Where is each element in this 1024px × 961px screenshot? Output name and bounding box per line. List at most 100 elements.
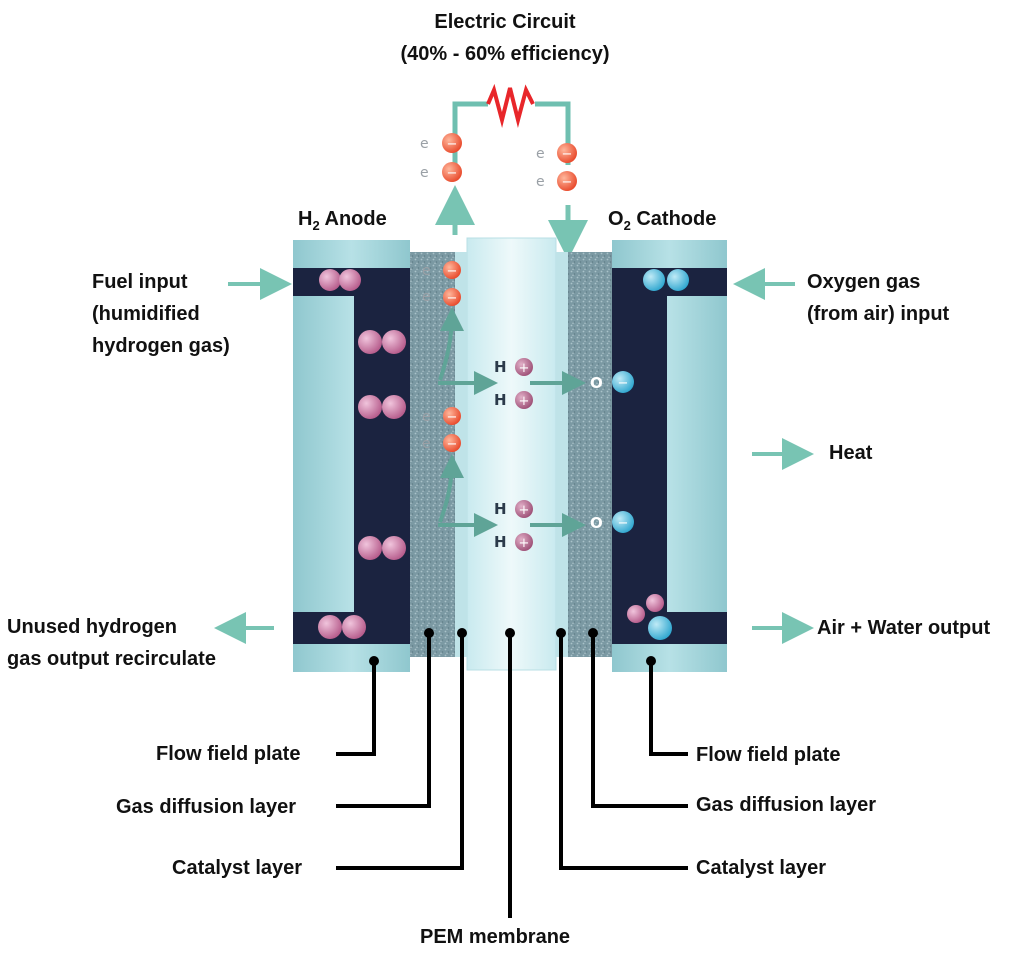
flow-arrows xyxy=(214,268,814,644)
electron-icon xyxy=(443,434,461,452)
circuit-wire xyxy=(452,101,571,165)
proton-icon xyxy=(515,358,533,376)
gdl-electron-sign-4: − xyxy=(447,437,458,452)
cathode-label-suffix: Cathode xyxy=(630,208,717,230)
gdl-electron-label-4: e xyxy=(422,436,431,452)
proton-label-4: H xyxy=(494,533,507,551)
fuel-input-line2: (humidified xyxy=(92,303,200,325)
cathode-label-sub: 2 xyxy=(623,218,631,233)
oxygen-molecule-icon xyxy=(643,269,665,291)
cathode-flow-field-plate xyxy=(612,240,727,672)
wire-electron-label-3: e xyxy=(536,146,545,162)
hydrogen-molecules xyxy=(318,269,406,639)
catalyst-layer-right-label: Catalyst layer xyxy=(696,857,827,879)
hydrogen-molecule-icon xyxy=(382,395,406,419)
fuel-input-line3: hydrogen gas) xyxy=(92,335,230,357)
gdl-electron-sign-2: − xyxy=(447,291,458,306)
electron-icon xyxy=(557,143,577,163)
hydrogen-molecule-icon xyxy=(358,536,382,560)
oxygen-molecule-icon xyxy=(667,269,689,291)
flow-field-plate-right-label: Flow field plate xyxy=(696,744,841,766)
wire-electron-sign-2: − xyxy=(447,166,458,181)
wire-electron-label-4: e xyxy=(536,174,545,190)
gdl-electron-label-1: e xyxy=(422,263,431,279)
proton-label-2: H xyxy=(494,391,507,409)
proton-label-1: H xyxy=(494,358,507,376)
water-molecule-icon xyxy=(627,594,672,640)
oxygen-ion-label-2: O xyxy=(590,514,603,532)
wire-electron-sign-1: − xyxy=(447,137,458,152)
proton-sign-4: + xyxy=(519,536,530,551)
unused-hydrogen-line2: gas output recirculate xyxy=(7,648,216,670)
wire-electron-sign-4: − xyxy=(562,175,573,190)
hydrogen-molecule-icon xyxy=(358,395,382,419)
gdl-electron-sign-3: − xyxy=(447,410,458,425)
cathode-label-prefix: O xyxy=(608,208,624,230)
anode-gas-diffusion-layer xyxy=(410,252,455,657)
proton-sign-2: + xyxy=(519,394,530,409)
hydrogen-molecule-icon xyxy=(358,330,382,354)
electron-icon xyxy=(443,261,461,279)
gas-diffusion-layer-right-label: Gas diffusion layer xyxy=(696,794,877,816)
proton-icon xyxy=(515,533,533,551)
electron-path-lower xyxy=(438,454,464,523)
proton-arrows xyxy=(438,371,586,537)
circuit-title: Electric Circuit (40% - 60% efficiency) xyxy=(355,6,655,70)
cathode-catalyst-layer xyxy=(556,252,568,657)
oxygen-ion-sign-1: − xyxy=(618,376,629,391)
electron-icon xyxy=(557,171,577,191)
unused-hydrogen-line1: Unused hydrogen xyxy=(7,616,178,638)
pem-membrane xyxy=(466,237,557,671)
electron-icon xyxy=(442,162,462,182)
anode-catalyst-layer xyxy=(455,252,467,657)
hydrogen-molecule-icon xyxy=(382,536,406,560)
fuel-input-label: Fuel input (humidified hydrogen gas) xyxy=(92,266,230,362)
oxygen-ion-sign-2: − xyxy=(618,516,629,531)
fuel-input-line1: Fuel input xyxy=(92,271,188,293)
wire-electron-label-1: e xyxy=(420,136,429,152)
callout-line-catalyst-layer-left xyxy=(336,633,464,870)
hydrogen-molecule-icon xyxy=(339,269,361,291)
electron-icon xyxy=(443,407,461,425)
hydrogen-molecule-icon xyxy=(319,269,341,291)
gas-diffusion-layer-left-label: Gas diffusion layer xyxy=(116,796,297,818)
oxygen-ion-icon xyxy=(612,511,634,533)
cathode-gas-diffusion-layer xyxy=(568,252,612,657)
hydrogen-molecule-icon xyxy=(318,615,342,639)
proton-label-3: H xyxy=(494,500,507,518)
hydrogen-molecule-icon xyxy=(382,330,406,354)
catalyst-layer-left-label: Catalyst layer xyxy=(172,857,303,879)
electron-icon xyxy=(443,288,461,306)
gdl-electron-label-2: e xyxy=(422,289,431,305)
wire-electrons: e − e − e − e − xyxy=(420,133,577,191)
protons: H + H + H + H + xyxy=(494,358,533,551)
wire-electron-sign-3: − xyxy=(562,147,573,162)
anode-flow-field-plate xyxy=(293,240,410,672)
cathode-label: O2 Cathode xyxy=(608,203,716,237)
oxygen-ion-label-1: O xyxy=(590,374,603,392)
oxygen-ions: O − O − xyxy=(590,371,634,533)
gdl-electron-label-3: e xyxy=(422,409,431,425)
callout-line-flow-field-plate-right xyxy=(649,661,688,756)
anode-label-suffix: Anode xyxy=(319,208,387,230)
electron-path-upper xyxy=(438,307,464,381)
oxygen-input-line2: (from air) input xyxy=(807,303,950,325)
proton-sign-1: + xyxy=(519,361,530,376)
circuit-title-line2: (40% - 60% efficiency) xyxy=(400,43,610,65)
oxygen-input-line1: Oxygen gas xyxy=(807,271,921,293)
wire-electron-label-2: e xyxy=(420,165,429,181)
hydrogen-molecule-icon xyxy=(342,615,366,639)
callout-line-gas-diffusion-layer-right xyxy=(591,633,688,808)
air-water-output-label: Air + Water output xyxy=(817,617,991,639)
circuit-title-line1: Electric Circuit xyxy=(434,11,576,33)
proton-sign-3: + xyxy=(519,503,530,518)
oxygen-molecules xyxy=(643,269,689,291)
callout-line-flow-field-plate-left xyxy=(336,661,376,756)
anode-label-prefix: H xyxy=(298,208,313,230)
callout-line-catalyst-layer-right xyxy=(559,633,688,870)
anode-label: H2 Anode xyxy=(298,203,387,237)
electron-icon xyxy=(442,133,462,153)
oxygen-ion-icon xyxy=(612,371,634,393)
oxygen-input-label: Oxygen gas (from air) input xyxy=(807,266,949,330)
